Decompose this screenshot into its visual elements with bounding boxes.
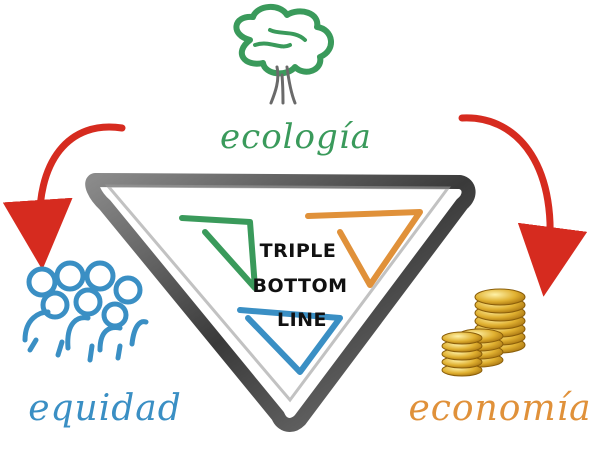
label-ecologia: ecología	[220, 117, 372, 157]
inner-v-orange	[305, 209, 423, 288]
center-line-1: TRIPLE	[260, 240, 337, 262]
label-economia: economía	[408, 388, 591, 429]
label-equidad: equidad	[28, 388, 182, 429]
center-line-2: BOTTOM	[252, 275, 347, 297]
arrow-left-icon	[2, 123, 126, 270]
center-line-3: LINE	[277, 309, 327, 331]
arrow-right-icon	[458, 114, 588, 297]
inner-v-green	[179, 215, 258, 291]
coins-icon	[441, 288, 526, 377]
people-icon	[22, 260, 149, 363]
tree-icon	[233, 4, 334, 105]
inner-v-blue	[237, 307, 343, 375]
triangle-frame	[85, 173, 476, 432]
